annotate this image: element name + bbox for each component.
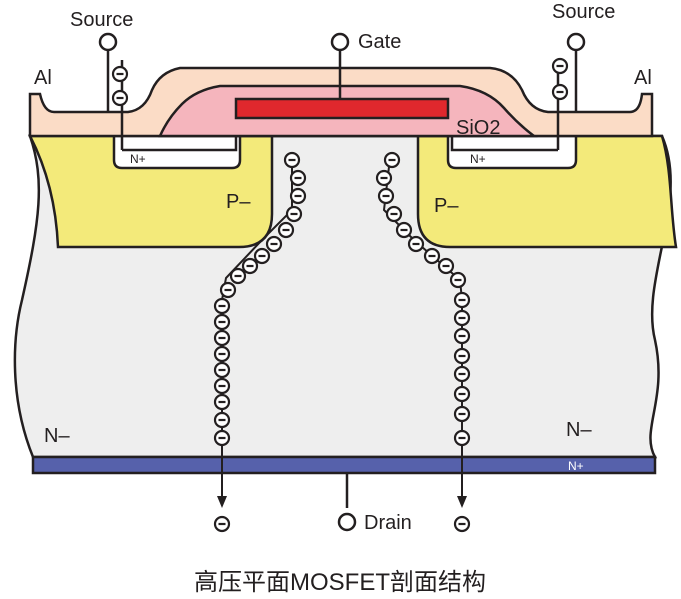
drain-terminal <box>337 512 357 532</box>
gate-terminal <box>330 32 350 52</box>
source-right-contact-wire <box>450 60 560 152</box>
al-right-label: Al <box>634 67 652 89</box>
n-plus-bottom-label: N+ <box>568 459 584 473</box>
drain-label: Drain <box>364 512 412 534</box>
n-left-label: N– <box>44 425 70 447</box>
electron-chain <box>111 57 569 533</box>
n-plus-left-label: N+ <box>130 152 146 166</box>
source-right-terminal <box>566 32 586 52</box>
source-left-terminal <box>98 32 118 52</box>
n-right-label: N– <box>566 419 592 441</box>
n-plus-substrate <box>31 455 657 475</box>
p-right-label: P– <box>434 195 459 217</box>
n-plus-left <box>112 134 242 170</box>
arrow-head-right <box>457 496 467 508</box>
gate-label: Gate <box>358 31 401 53</box>
sio2-label: SiO2 <box>456 117 500 139</box>
n-plus-right <box>446 134 578 170</box>
p-left-label: P– <box>226 191 251 213</box>
n-plus-right-label: N+ <box>470 152 486 166</box>
gate-poly-bar <box>234 97 450 120</box>
al-left-label: Al <box>34 67 52 89</box>
source-right-label: Source <box>552 1 615 23</box>
caption: 高压平面MOSFET剖面结构 <box>194 569 486 596</box>
source-left-label: Source <box>70 9 133 31</box>
arrow-head-left <box>217 496 227 508</box>
